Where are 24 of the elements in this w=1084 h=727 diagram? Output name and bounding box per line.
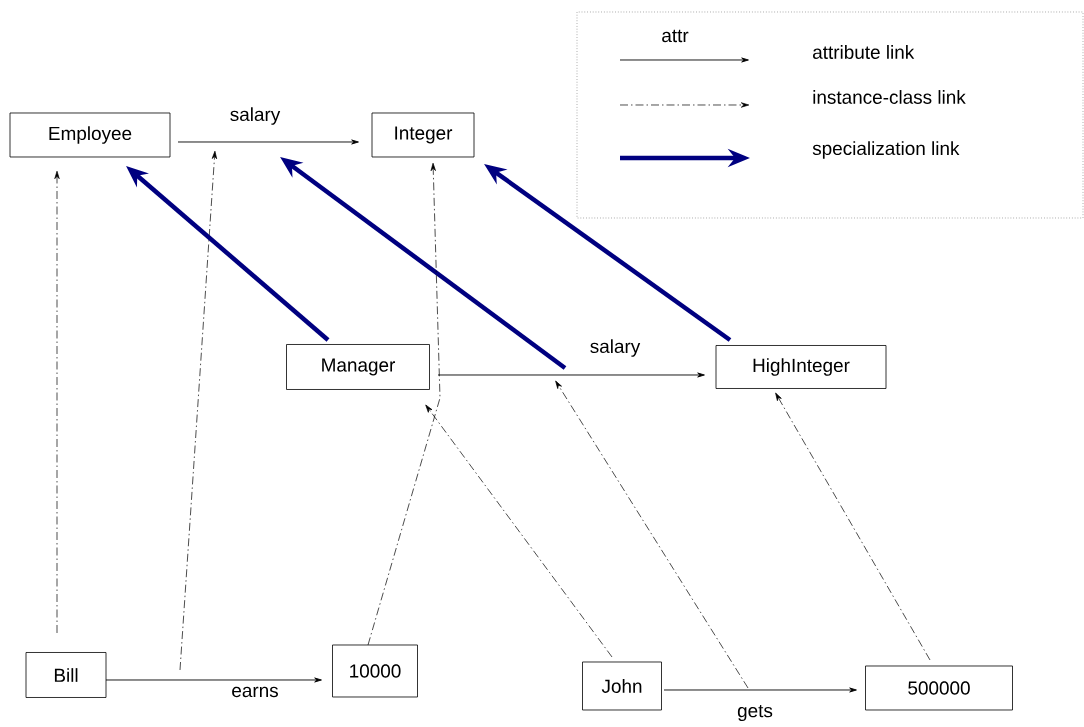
class-box: HighInteger	[715, 345, 887, 389]
legend-text: instance-class link	[813, 90, 966, 104]
class-box: 500000	[865, 665, 1013, 711]
class-box: Manager	[286, 344, 430, 390]
arrow	[437, 372, 705, 378]
class-box: Employee	[9, 112, 171, 158]
legend-text: specialization link	[812, 141, 960, 159]
class-box: 10000	[332, 644, 418, 698]
sample-label: attr	[662, 29, 689, 43]
arrow	[425, 404, 613, 658]
arrow	[367, 162, 441, 646]
edge-label: earns	[232, 686, 278, 698]
arrow	[663, 687, 857, 693]
arrow	[177, 139, 359, 145]
edge-label: gets	[737, 704, 773, 722]
class-box: John	[582, 661, 662, 711]
arrow	[54, 170, 60, 634]
edge-label: salary	[230, 107, 281, 125]
class-box: Integer	[371, 112, 475, 158]
legend-text: attribute link	[813, 45, 915, 59]
arrow	[775, 392, 931, 661]
class-box: Bill	[25, 652, 107, 698]
edge-label: salary	[590, 339, 641, 357]
arrow	[105, 677, 322, 683]
